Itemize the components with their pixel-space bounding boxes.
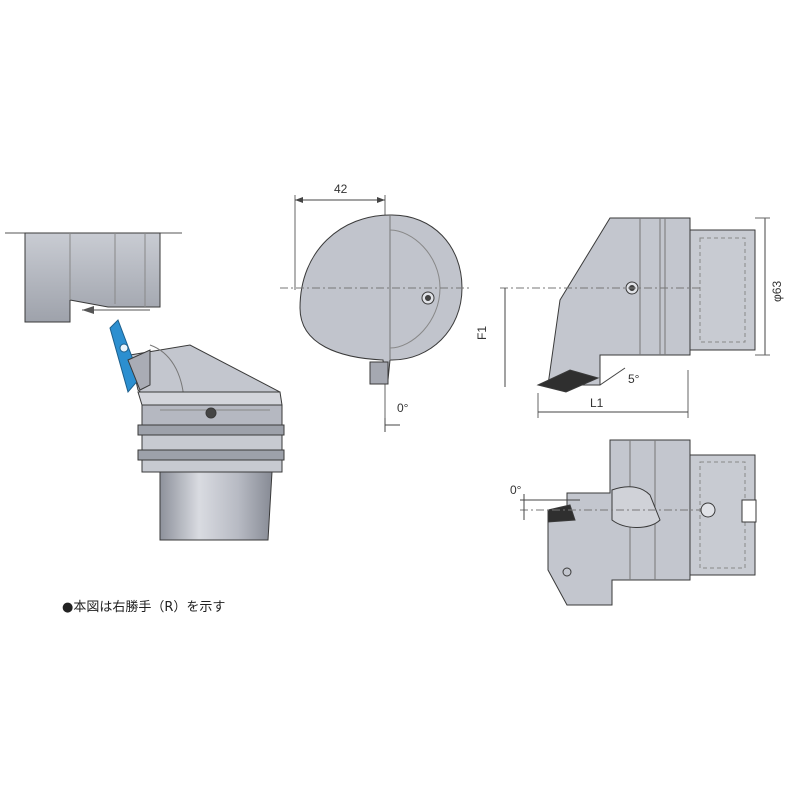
- dimension-angle-top: 0°: [397, 401, 409, 415]
- perspective-view: [5, 232, 285, 541]
- tool-shank: [159, 471, 273, 541]
- top-view: [280, 195, 470, 432]
- dimension-diameter: φ63: [770, 281, 784, 302]
- workpiece: [5, 232, 182, 323]
- front-view: [520, 439, 757, 606]
- tool-head: [129, 344, 285, 473]
- dimension-angle-bottom: 0°: [510, 483, 522, 497]
- clamp-screw-icon: [205, 407, 217, 419]
- dimension-f1: F1: [475, 326, 489, 340]
- feed-direction-arrow: [82, 306, 150, 314]
- insert-front-icon: [547, 504, 576, 523]
- dimension-width: 42: [334, 182, 348, 196]
- cutting-insert: [109, 319, 151, 394]
- dimension-l1: L1: [590, 396, 604, 410]
- dimension-clearance-angle: 5°: [628, 372, 640, 386]
- insert-side-icon: [536, 369, 600, 393]
- caption-note: ●本図は右勝手（R）を示す: [62, 600, 226, 615]
- side-view: [500, 217, 770, 418]
